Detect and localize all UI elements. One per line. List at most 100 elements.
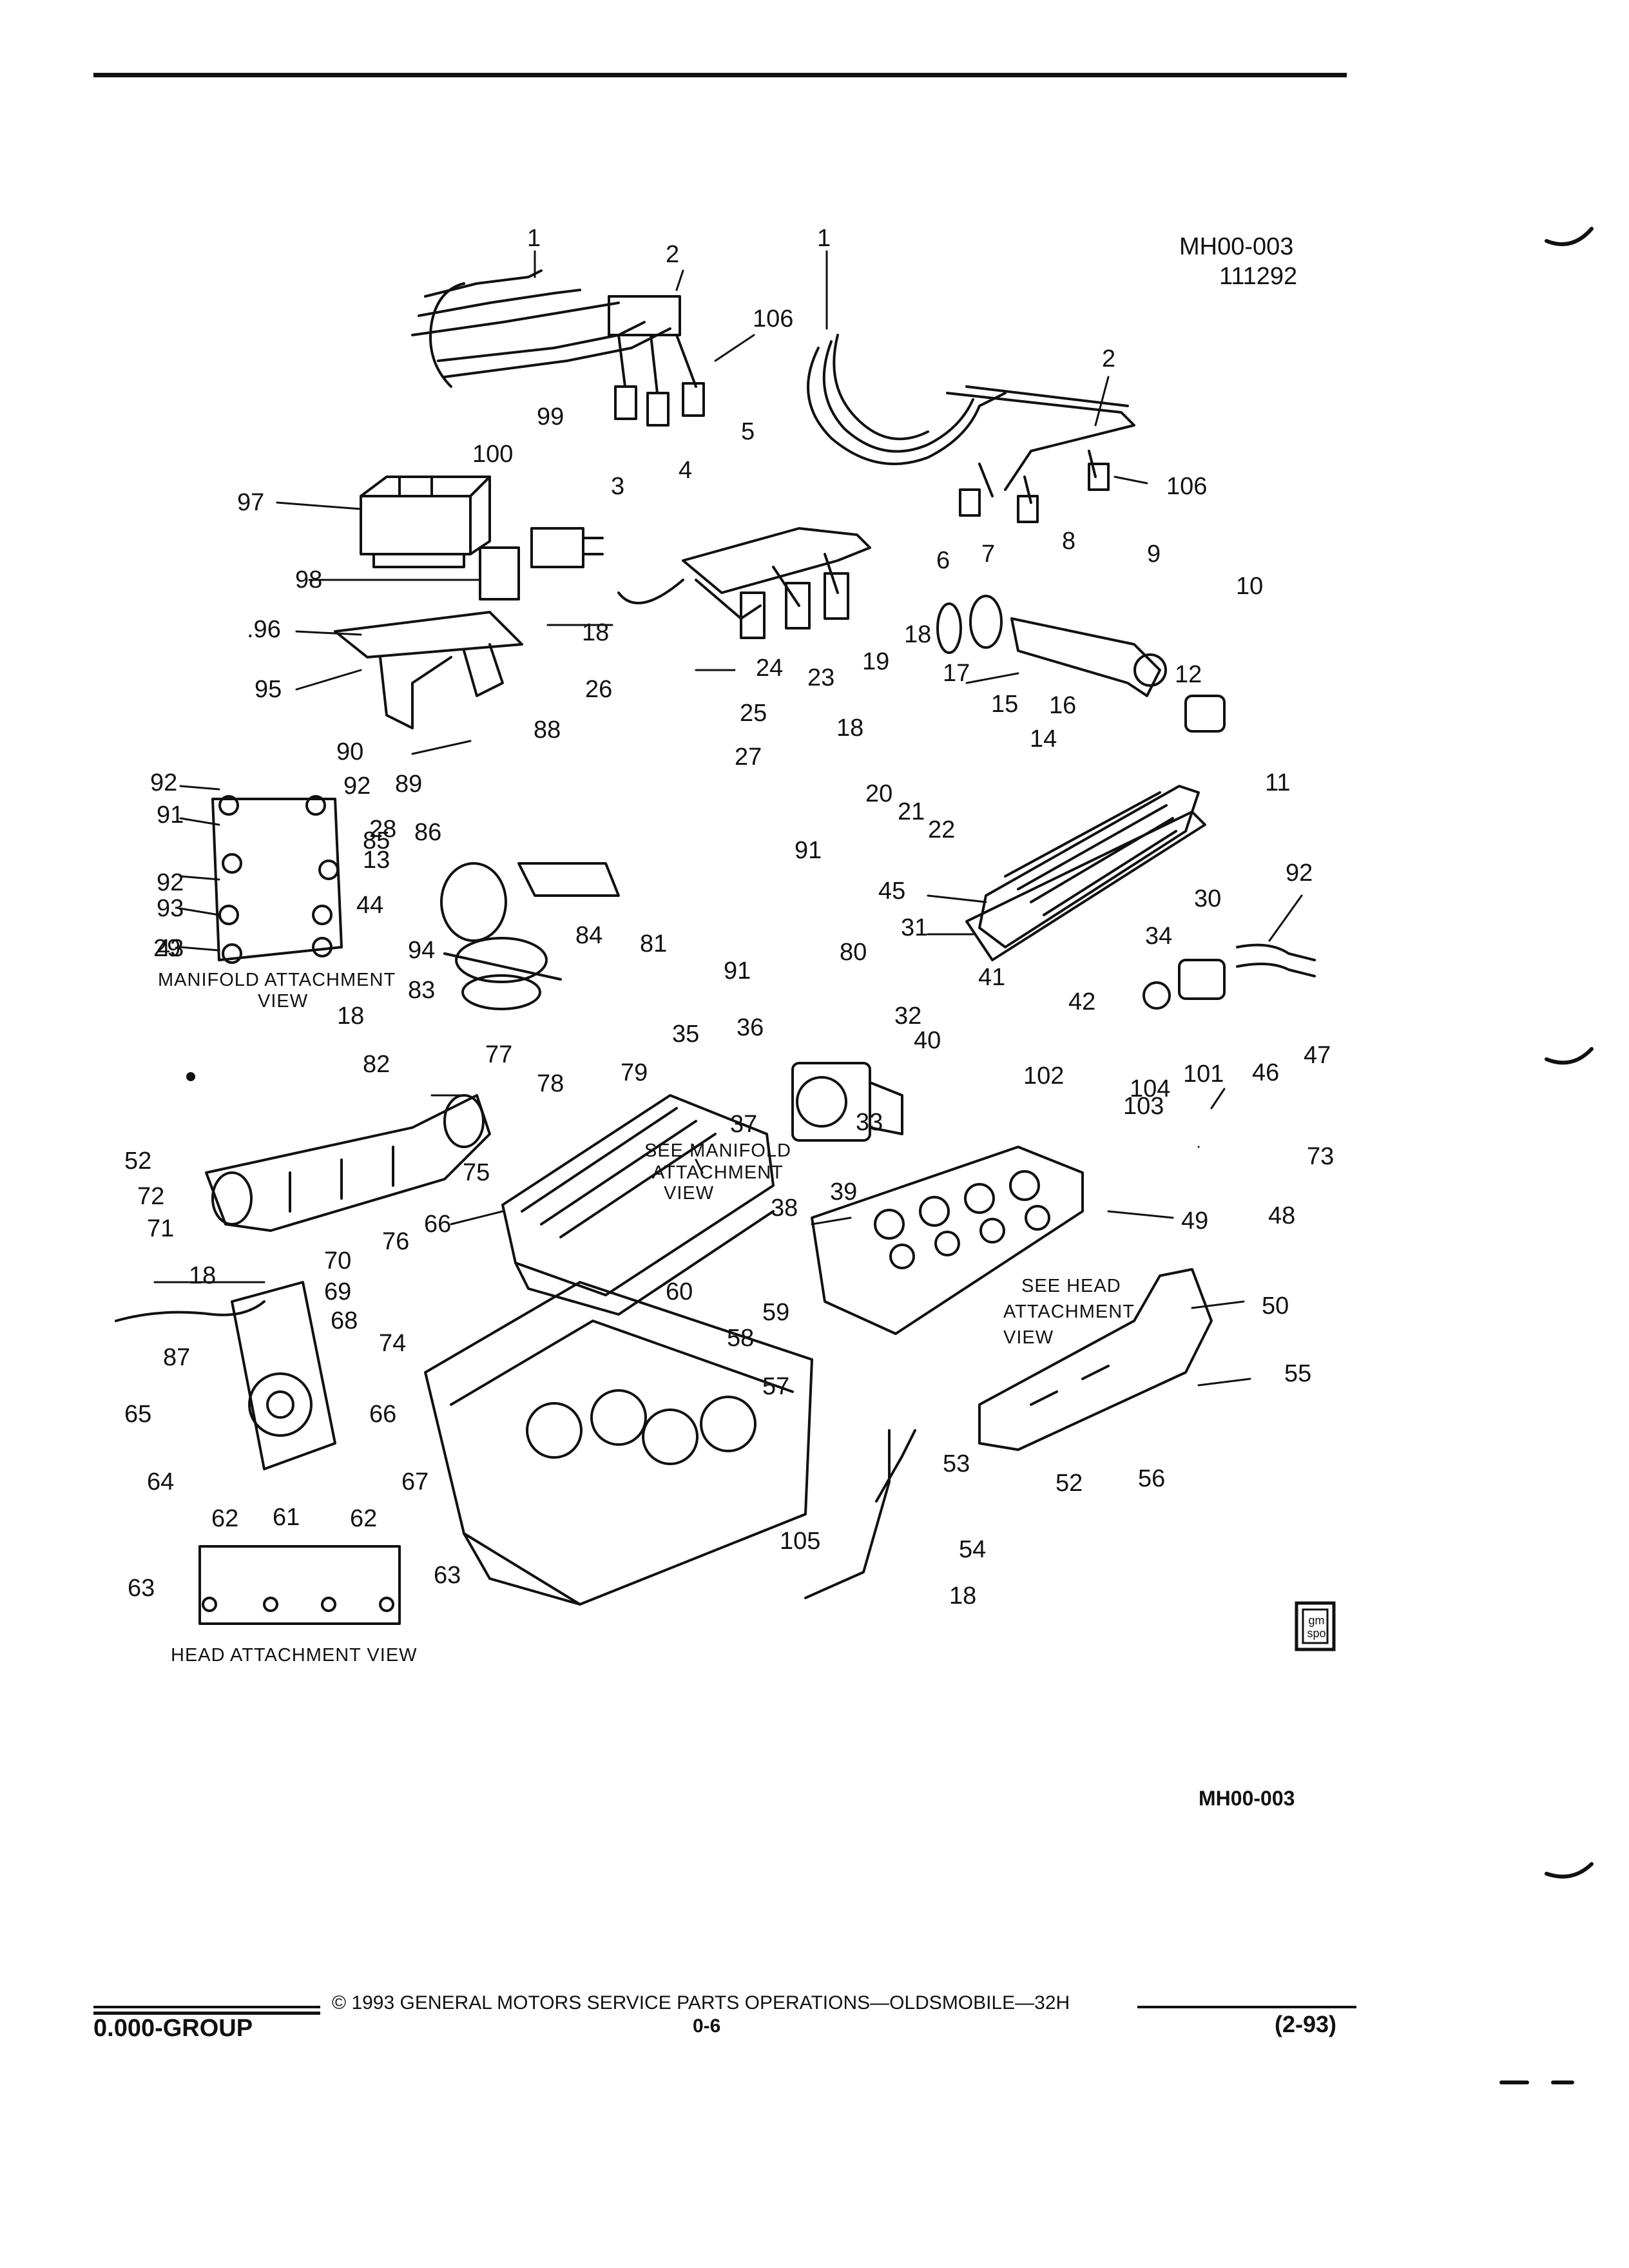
callout: 71	[147, 1215, 175, 1242]
callout: 104	[1130, 1075, 1171, 1102]
callout: 87	[163, 1344, 191, 1371]
callout: 95	[255, 676, 282, 703]
callout: 59	[762, 1299, 790, 1326]
callout: 8	[1062, 528, 1076, 555]
footer-rule-bold	[93, 2012, 320, 2015]
see-head-label-2: ATTACHMENT	[1003, 1302, 1135, 1322]
top-rule	[93, 73, 1347, 77]
callout: 21	[898, 798, 925, 825]
dipstick	[804, 1429, 891, 1599]
callout: 2	[1102, 345, 1116, 372]
callout: 18	[582, 619, 610, 646]
leader-lines	[153, 250, 1303, 1387]
throttle-body	[791, 1062, 903, 1142]
callout: 7	[981, 541, 996, 568]
callout: 74	[379, 1330, 407, 1357]
callout: 18	[337, 1003, 365, 1030]
dipstick-tube	[875, 1429, 916, 1503]
callout: 14	[1030, 726, 1057, 753]
callout: 57	[762, 1373, 790, 1400]
callout: 49	[1181, 1207, 1209, 1235]
manifold-view-label-2: VIEW	[258, 991, 309, 1012]
spark-plug-wires-left	[411, 269, 705, 427]
callout: 47	[1304, 1042, 1331, 1069]
callout: 65	[124, 1401, 152, 1428]
callout: 81	[640, 930, 668, 957]
exhaust-manifold-right	[978, 1268, 1213, 1451]
callout: 90	[336, 738, 364, 765]
callout: 39	[830, 1178, 858, 1206]
callout: 33	[856, 1109, 883, 1136]
callout: 67	[401, 1468, 429, 1495]
callout: 73	[1307, 1143, 1335, 1170]
footer-rule-right	[1137, 2006, 1356, 2008]
mounting-bracket	[334, 611, 523, 729]
callout: 62	[211, 1505, 239, 1532]
callout: 61	[273, 1504, 300, 1531]
callout: 6	[936, 547, 950, 574]
callout: 91	[157, 802, 184, 829]
callout: 105	[780, 1528, 821, 1555]
callout: 12	[1175, 661, 1202, 688]
callout: 5	[741, 418, 755, 445]
intake-manifold	[501, 1094, 775, 1316]
callout: 99	[537, 403, 564, 430]
callout: 91	[795, 837, 822, 864]
footer-page-number: 0-6	[693, 2015, 721, 2037]
callout: 23	[807, 664, 835, 691]
fuel-rail	[617, 527, 871, 639]
head-attachment-view	[198, 1545, 401, 1625]
callout: 36	[737, 1014, 764, 1041]
callout: 1	[817, 225, 831, 252]
exhaust-manifold-left	[205, 1094, 491, 1232]
callout: 42	[1068, 988, 1096, 1015]
callout: 58	[727, 1325, 755, 1352]
manifold-attachment-view	[211, 795, 343, 964]
callout: 32	[894, 1003, 922, 1030]
callout: 46	[1252, 1059, 1280, 1086]
callout: 88	[534, 716, 561, 744]
gmspo-logo-text: gm spo	[1307, 1614, 1326, 1640]
callout: 56	[1138, 1465, 1166, 1492]
see-manifold-label-1: SEE MANIFOLD	[644, 1140, 791, 1161]
manifold-view-label-1: MANIFOLD ATTACHMENT	[158, 970, 396, 990]
callout: 45	[878, 878, 906, 905]
callout: 37	[730, 1111, 758, 1138]
callout: 82	[363, 1051, 390, 1078]
callout: 26	[585, 676, 613, 703]
callout: 100	[472, 441, 514, 468]
figure-id: MH00-003	[1179, 233, 1294, 260]
callout: 98	[295, 566, 323, 593]
head-attachment-label: HEAD ATTACHMENT VIEW	[171, 1645, 418, 1666]
callout: 50	[1262, 1293, 1289, 1320]
callout: 18	[904, 621, 932, 648]
callout: 79	[621, 1059, 648, 1086]
callout: 84	[575, 922, 603, 949]
crankcase-vent-tube	[115, 1300, 265, 1322]
callout: 106	[1166, 473, 1208, 500]
callout: 53	[943, 1450, 970, 1477]
ignition-coil	[479, 527, 604, 601]
callout: 48	[1268, 1202, 1296, 1229]
gmspo-logo	[1295, 1601, 1336, 1651]
callout: 24	[756, 655, 784, 682]
engine-block	[424, 1281, 813, 1606]
figure-date: 111292	[1219, 263, 1298, 290]
callout: 70	[324, 1247, 352, 1274]
callout: 28	[369, 816, 397, 843]
callout: 31	[901, 914, 929, 941]
callout: 19	[862, 648, 890, 675]
callout: 66	[369, 1401, 397, 1428]
dot-mark	[186, 1072, 195, 1081]
callout: 78	[537, 1070, 564, 1097]
callout: 103	[1123, 1093, 1164, 1120]
spark-plug-wires-right	[807, 334, 1135, 523]
callout: 76	[382, 1228, 410, 1255]
callout: 92	[150, 769, 178, 796]
callout: 18	[189, 1262, 217, 1289]
figure-id-bottom: MH00-003	[1199, 1787, 1295, 1810]
see-head-label-1: SEE HEAD	[1021, 1276, 1121, 1296]
callout: 41	[978, 964, 1006, 991]
callout: 30	[1194, 885, 1222, 912]
